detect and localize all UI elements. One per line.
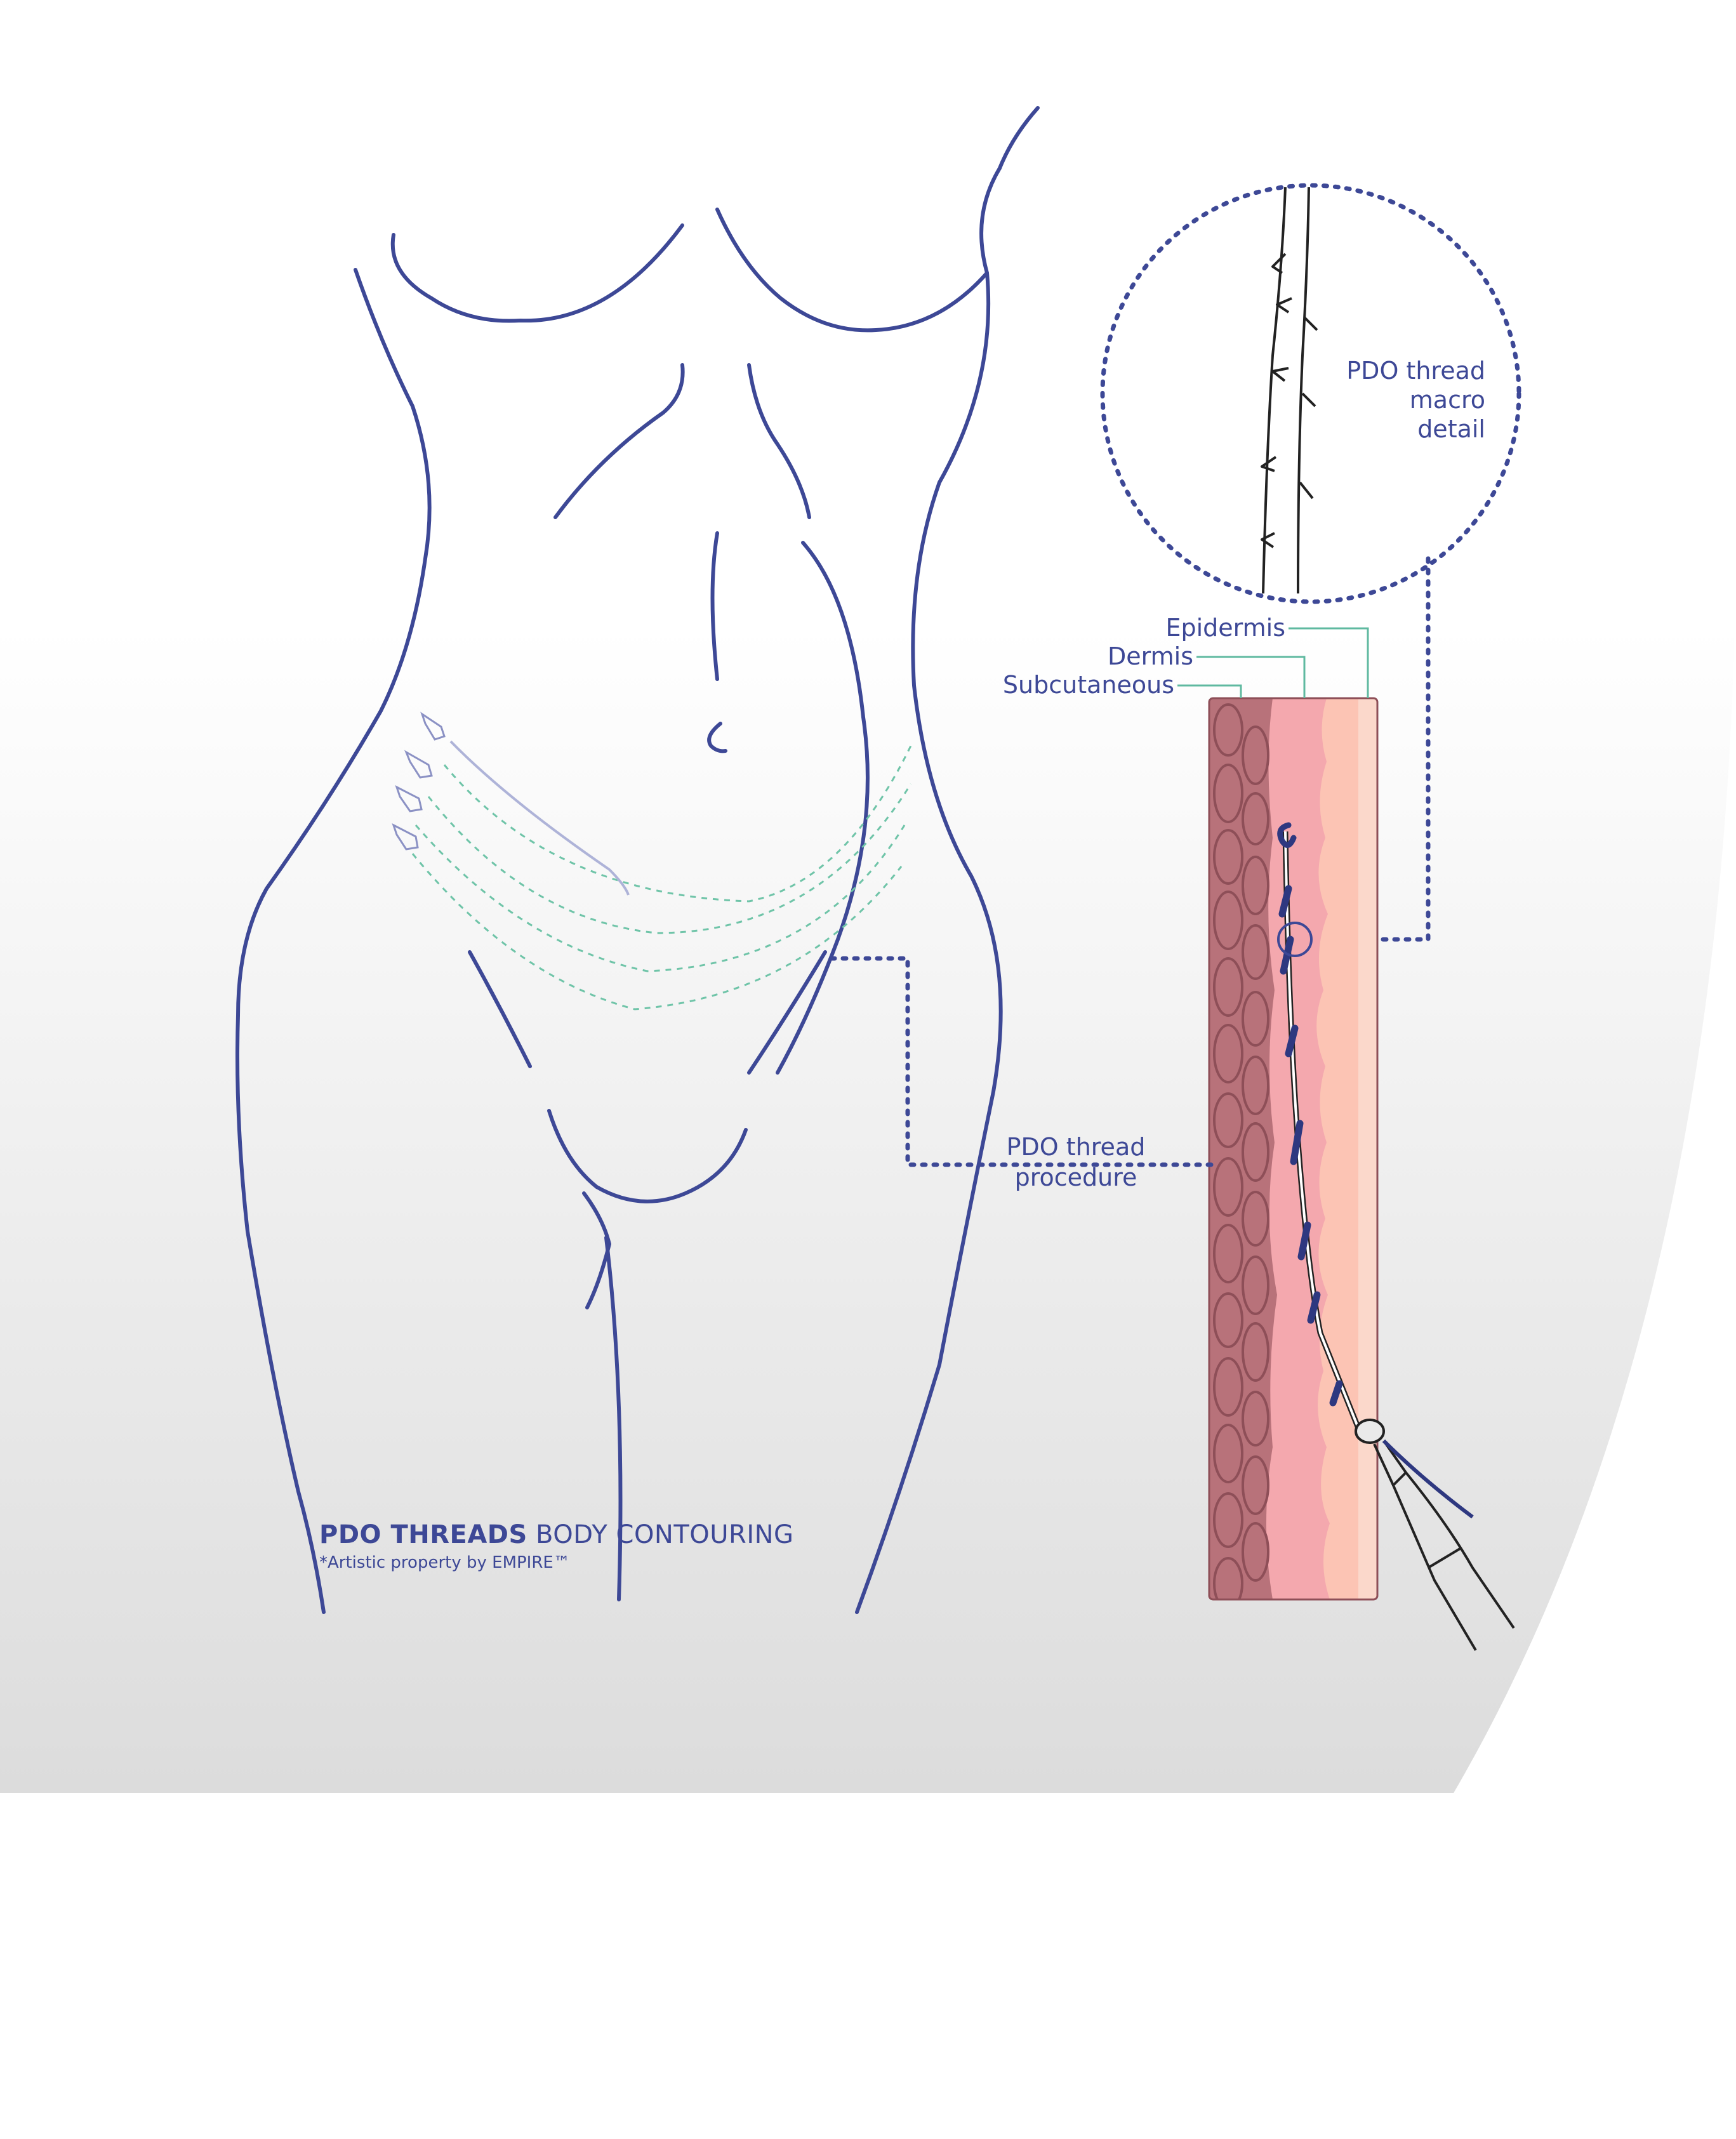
- pubic-curve: [547, 1109, 748, 1203]
- crotch-line: [582, 1191, 611, 1309]
- inguinal-left: [468, 950, 532, 1068]
- dermis-label: Dermis: [1108, 642, 1193, 670]
- inner-thigh-line: [604, 1236, 623, 1601]
- cannula-2: [404, 750, 433, 779]
- macro-detail-label-line3: detail: [1417, 415, 1485, 443]
- cannula-entries: [392, 712, 630, 896]
- cannula-1: [420, 712, 446, 741]
- torso-left-contour: [235, 268, 432, 1614]
- midline-upper: [710, 531, 719, 681]
- caption-title-rest: BODY CONTOURING: [527, 1520, 794, 1549]
- zoom-marker-circle: [1277, 922, 1313, 957]
- barbed-thread-macro: [1261, 187, 1318, 594]
- rib-left: [553, 363, 685, 519]
- thread-paths: [411, 745, 912, 1010]
- left-breast-curve: [390, 223, 684, 323]
- navel: [707, 722, 727, 753]
- caption: PDO THREADS BODY CONTOURING *Artistic pr…: [319, 1520, 954, 1572]
- torso-right-contour: [855, 166, 1003, 1614]
- macro-detail-circle: [1100, 183, 1521, 604]
- caption-credit: *Artistic property by EMPIRE™: [319, 1553, 570, 1572]
- macro-detail-label-line2: macro: [1410, 386, 1485, 414]
- epidermis-label: Epidermis: [1165, 614, 1285, 642]
- stratum-corneum: [1358, 698, 1377, 1599]
- needle-instrument: [1355, 1419, 1515, 1652]
- caption-title: PDO THREADS BODY CONTOURING: [319, 1520, 954, 1549]
- shoulder-right-line: [998, 106, 1040, 170]
- subcutaneous-label: Subcutaneous: [1003, 671, 1174, 699]
- procedure-label-line1: PDO thread: [1007, 1133, 1146, 1161]
- right-breast-curve: [715, 208, 989, 333]
- rib-right: [747, 363, 811, 519]
- cannula-shaft: [449, 740, 630, 896]
- cannula-4: [392, 823, 419, 851]
- caption-title-bold: PDO THREADS: [319, 1520, 527, 1549]
- abdomen-right: [776, 541, 870, 1075]
- cannula-3: [395, 785, 423, 812]
- procedure-connector: [829, 956, 1215, 1167]
- procedure-label-line2: procedure: [1015, 1163, 1137, 1191]
- fat-lobules: [1213, 703, 1269, 1599]
- inguinal-right: [747, 950, 827, 1075]
- inserted-thread: [1277, 822, 1362, 1429]
- body-outline: [235, 106, 1040, 1614]
- macro-detail-label-line1: PDO thread: [1346, 357, 1485, 385]
- layer-leaders: [1177, 627, 1369, 698]
